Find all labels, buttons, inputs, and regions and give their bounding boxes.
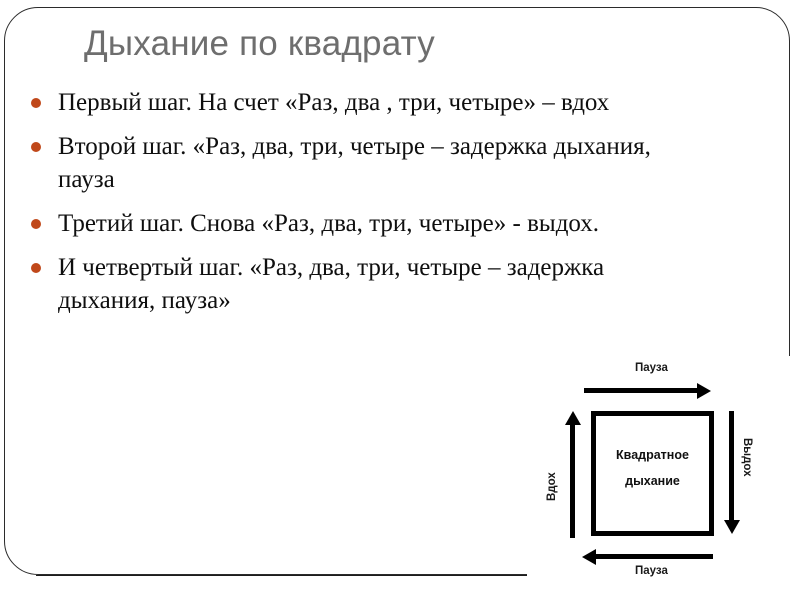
bottom-arrow-shaft bbox=[596, 554, 713, 559]
list-item-text: Третий шаг. Снова «Раз, два, три, четыре… bbox=[58, 210, 600, 237]
right-arrow-shaft bbox=[729, 411, 734, 523]
diagram-center-label: Квадратное дыхание bbox=[591, 442, 714, 494]
list-item-text: Первый шаг. На счет «Раз, два , три, чет… bbox=[58, 89, 610, 116]
list-item-text: И четвертый шаг. «Раз, два, три, четыре … bbox=[58, 254, 605, 314]
arrow-label-top-pause: Пауза bbox=[635, 362, 668, 374]
top-arrow-head-right-icon bbox=[697, 382, 711, 399]
arrow-label-bottom-pause: Пауза bbox=[635, 565, 668, 577]
list-item: И четвертый шаг. «Раз, два, три, четыре … bbox=[26, 251, 658, 317]
top-arrow-shaft bbox=[584, 388, 700, 393]
left-arrow-shaft bbox=[570, 424, 575, 538]
diagram-square-outline bbox=[591, 411, 714, 536]
list-item: Второй шаг. «Раз, два, три, четыре – зад… bbox=[26, 130, 658, 196]
arrow-label-left-inhale: Вдох bbox=[546, 472, 558, 501]
list-item: Первый шаг. На счет «Раз, два , три, чет… bbox=[26, 86, 658, 119]
bullet-dot-icon bbox=[31, 98, 41, 108]
bullet-dot-icon bbox=[31, 142, 41, 152]
list-item: Третий шаг. Снова «Раз, два, три, четыре… bbox=[26, 207, 658, 240]
diagram-center-label-line1: Квадратное bbox=[616, 448, 689, 462]
footer-divider-rule bbox=[36, 575, 527, 576]
bottom-arrow-head-left-icon bbox=[582, 548, 596, 565]
diagram-center-label-line2: дыхание bbox=[625, 474, 680, 488]
bullet-dot-icon bbox=[31, 219, 41, 229]
arrow-label-right-exhale: Выдох bbox=[741, 438, 753, 477]
page-title: Дыхание по квадрату bbox=[84, 24, 435, 63]
bullet-dot-icon bbox=[31, 263, 41, 273]
left-arrow-head-up-icon bbox=[564, 411, 581, 425]
square-breathing-diagram: Квадратное дыхание Пауза Выдох Пауза Вдо… bbox=[534, 356, 792, 594]
bullet-list: Первый шаг. На счет «Раз, два , три, чет… bbox=[26, 86, 651, 328]
list-item-text: Второй шаг. «Раз, два, три, четыре – зад… bbox=[58, 133, 651, 193]
right-arrow-head-down-icon bbox=[723, 520, 740, 534]
